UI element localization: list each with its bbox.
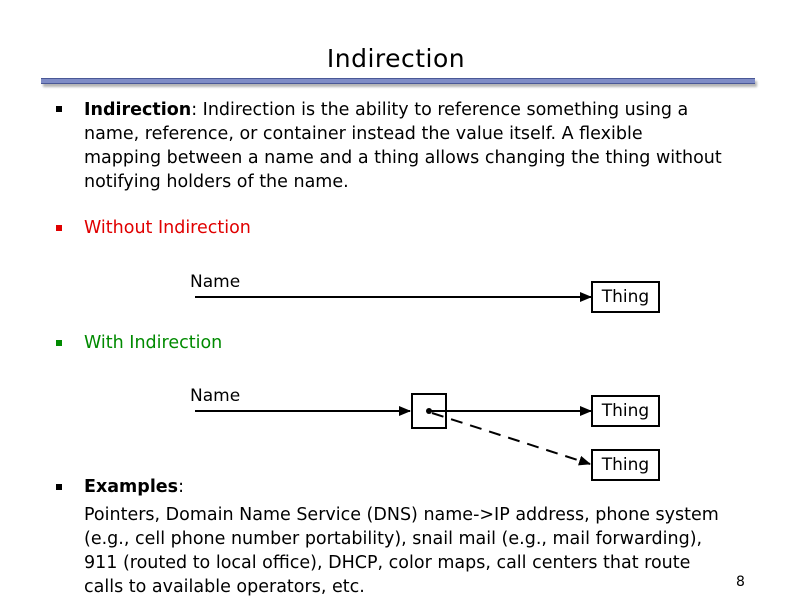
definition-line-1: Indirection: Indirection is the ability … xyxy=(84,100,689,120)
examples-line-2: (e.g., cell phone number portability), s… xyxy=(84,529,703,549)
definition-line-2: name, reference, or container instead th… xyxy=(84,124,643,144)
title-underline xyxy=(41,78,755,84)
pointer-to-alt-thing-dashed-arrow xyxy=(431,412,591,466)
definition-term: Indirection xyxy=(84,100,192,120)
bullet-marker-without xyxy=(56,225,62,231)
page-number: 8 xyxy=(736,574,745,590)
examples-heading: Examples: xyxy=(84,477,185,497)
examples-line-4: calls to available operators, etc. xyxy=(84,577,365,597)
definition-line-3: mapping between a name and a thing allow… xyxy=(84,148,722,168)
alternate-thing-box: Thing xyxy=(591,449,660,481)
examples-line-3: 911 (routed to local office), DHCP, colo… xyxy=(84,553,691,573)
with-indirection-label: With Indirection xyxy=(84,333,223,353)
examples-paragraph: Pointers, Domain Name Service (DNS) name… xyxy=(84,503,744,599)
with-thing-box: Thing xyxy=(591,395,660,427)
bullet-marker-examples xyxy=(56,484,62,490)
without-thing-box: Thing xyxy=(591,281,660,313)
examples-line-1: Pointers, Domain Name Service (DNS) name… xyxy=(84,505,719,525)
without-indirection-label: Without Indirection xyxy=(84,218,251,238)
bullet-marker-definition xyxy=(56,106,62,112)
definition-paragraph: Indirection: Indirection is the ability … xyxy=(84,98,744,194)
without-name-label: Name xyxy=(190,272,241,292)
slide-title: Indirection xyxy=(326,44,466,73)
definition-line-4: notifying holders of the name. xyxy=(84,172,349,192)
with-name-label: Name xyxy=(190,386,241,406)
bullet-marker-with xyxy=(56,340,62,346)
